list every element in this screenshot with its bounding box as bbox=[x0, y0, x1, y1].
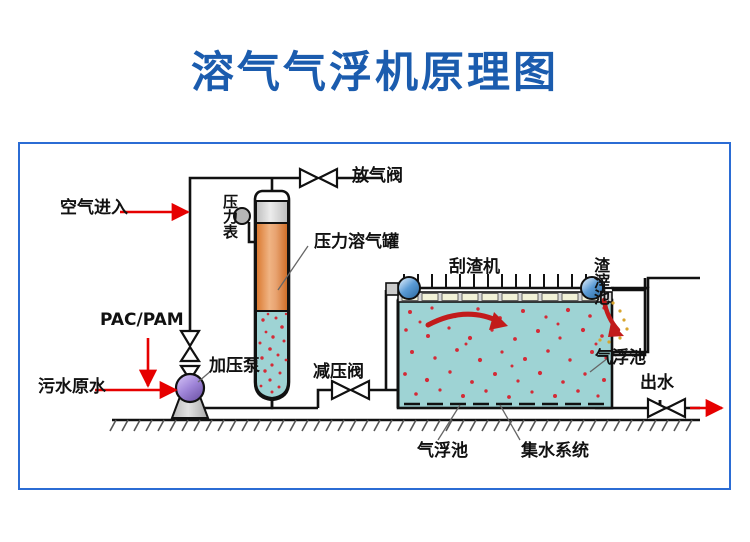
leader-lines bbox=[197, 245, 609, 441]
label-pressure-pump: 加压泵 bbox=[209, 356, 260, 376]
page-title: 溶气气浮机原理图 bbox=[191, 48, 559, 98]
ground-line bbox=[109, 418, 700, 432]
pressure-pump-icon bbox=[170, 372, 210, 419]
label-flotation-tank-right: 气浮池 bbox=[595, 348, 646, 368]
label-scraper: 刮渣机 bbox=[449, 257, 500, 277]
pressure-reducing-valve-icon bbox=[330, 379, 371, 401]
label-raw-sewage: 污水原水 bbox=[38, 377, 106, 397]
outlet-valve-icon bbox=[646, 397, 687, 419]
label-pressure-reducing-valve: 减压阀 bbox=[313, 362, 364, 382]
scraper-machine bbox=[385, 274, 614, 303]
vent-valve-icon bbox=[298, 167, 339, 189]
label-vent-valve: 放气阀 bbox=[352, 166, 403, 186]
label-sludge-pit: 渣滓池 bbox=[591, 257, 610, 305]
label-pressure-gauge: 压力表 bbox=[221, 194, 239, 239]
sludge-discharge-arrow bbox=[598, 297, 629, 344]
air-line-valve-icon bbox=[178, 329, 202, 383]
flow-arrows bbox=[95, 202, 724, 418]
label-dissolved-air-tank: 压力溶气罐 bbox=[314, 232, 399, 252]
label-water-collection-system: 集水系统 bbox=[521, 441, 589, 461]
pressure-gauge-icon bbox=[233, 207, 251, 225]
dissolved-air-tank bbox=[253, 189, 291, 402]
label-air-inlet: 空气进入 bbox=[60, 198, 128, 218]
label-outlet-water: 出水 bbox=[640, 373, 674, 393]
circulation-arrow bbox=[425, 311, 508, 330]
label-flotation-tank-bottom: 气浮池 bbox=[417, 441, 468, 461]
sludge-pit-structure bbox=[611, 276, 700, 354]
label-pac-pam: PAC/PAM bbox=[100, 310, 184, 330]
flotation-tank bbox=[384, 288, 614, 410]
